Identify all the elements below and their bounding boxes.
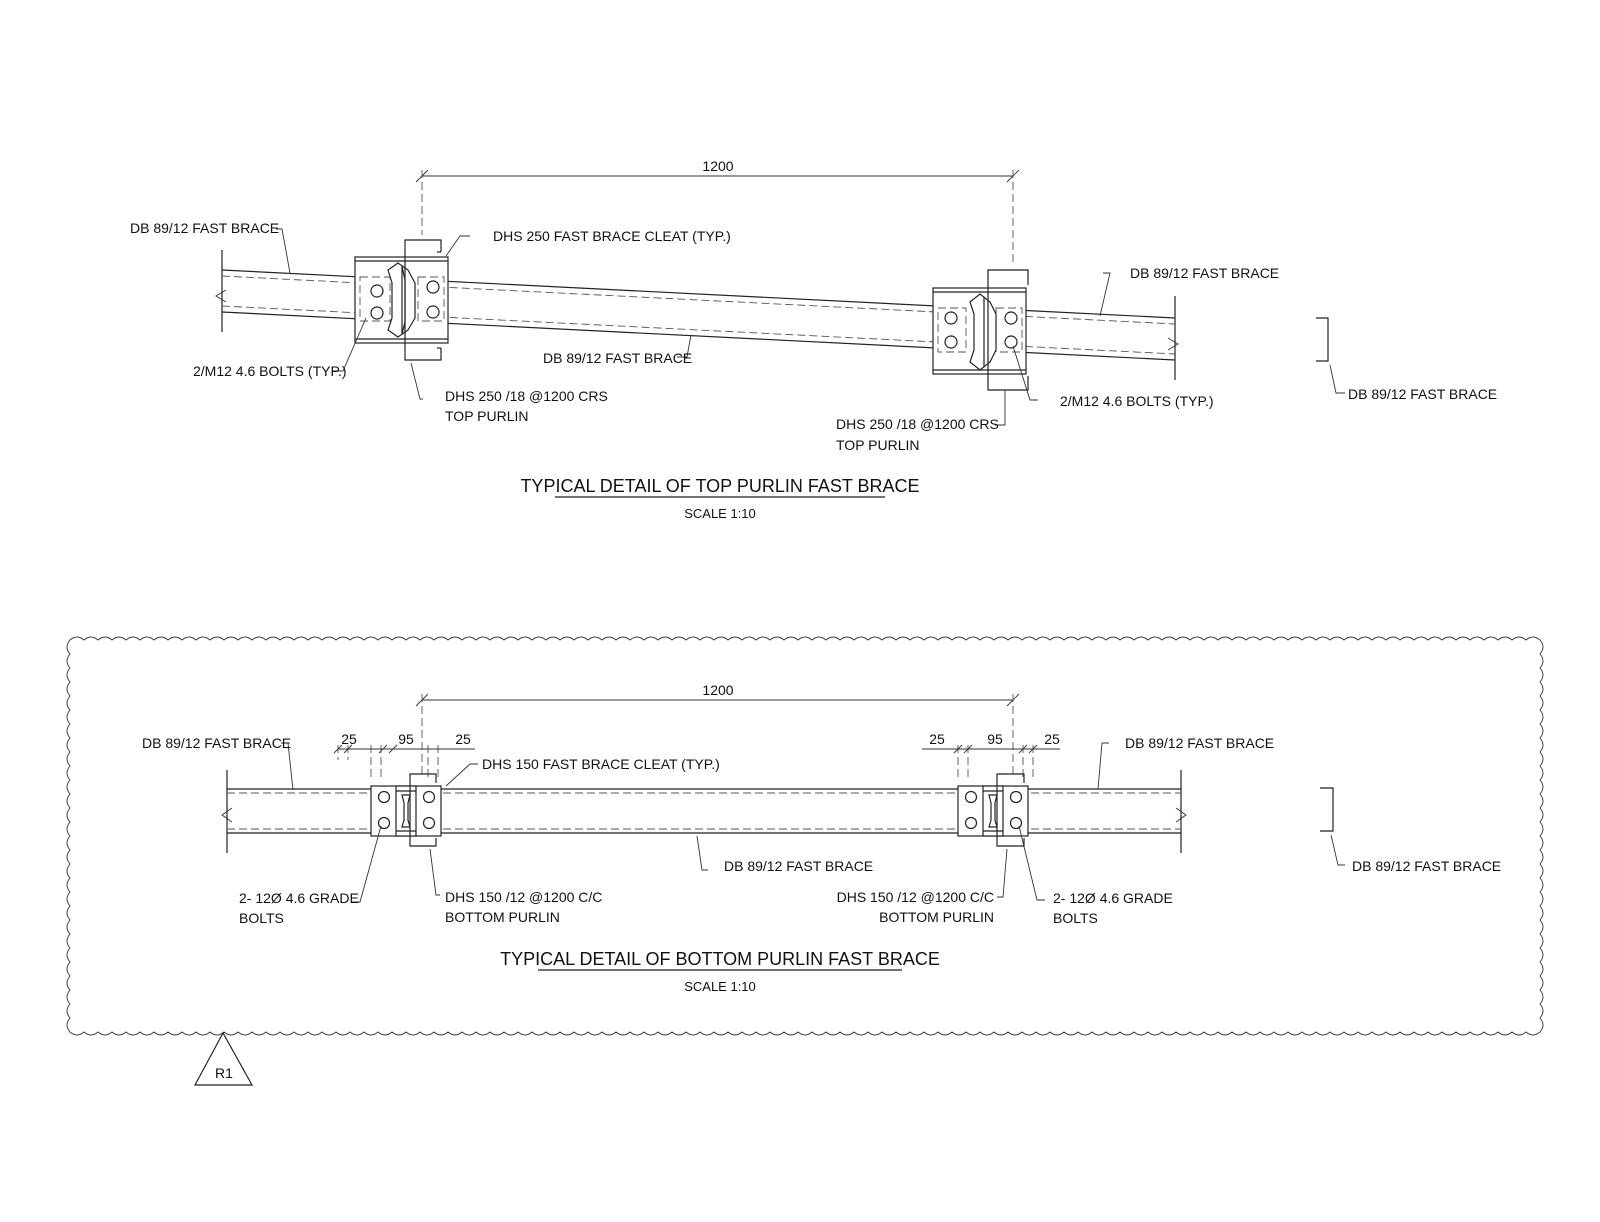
top-purlin-left-label-2: TOP PURLIN — [445, 408, 529, 424]
top-break-left — [215, 250, 227, 332]
bottom-dimension-label: 1200 — [702, 682, 733, 698]
bottom-section-label: DB 89/12 FAST BRACE — [1352, 858, 1501, 874]
bottom-leaders — [281, 742, 1345, 903]
top-purlin-right-label-1: DHS 250 /18 @1200 CRS — [836, 416, 999, 432]
bottom-purlin-right-label-1: DHS 150 /12 @1200 C/C — [837, 889, 994, 905]
bottom-brace-left-label: DB 89/12 FAST BRACE — [142, 735, 291, 751]
revision-cloud — [66, 636, 1544, 1036]
bottom-sub-dimensions-left: 25 95 25 — [333, 731, 475, 778]
bottom-bolts-left-label-2: BOLTS — [239, 910, 284, 926]
top-purlin-detail: 1200 — [130, 158, 1497, 521]
bottom-right-dim-25b: 25 — [1044, 731, 1060, 747]
bottom-dimension-1200: 1200 — [415, 682, 1020, 778]
revision-tag-label: R1 — [215, 1065, 233, 1081]
top-purlin-left-label-1: DHS 250 /18 @1200 CRS — [445, 388, 608, 404]
top-detail-scale: SCALE 1:10 — [684, 506, 756, 521]
top-cleat-left — [354, 239, 449, 361]
bottom-purlin-right-label-2: BOTTOM PURLIN — [879, 909, 994, 925]
bottom-brace-right-label: DB 89/12 FAST BRACE — [1125, 735, 1274, 751]
top-section-c-icon — [1316, 317, 1329, 362]
bottom-cleat-label: DHS 150 FAST BRACE CLEAT (TYP.) — [482, 756, 720, 772]
top-dimension-label: 1200 — [702, 158, 733, 174]
bottom-bolts-right-label-2: BOLTS — [1053, 910, 1098, 926]
bottom-purlin-left-label-2: BOTTOM PURLIN — [445, 909, 560, 925]
bottom-sub-dimensions-right: 25 95 25 — [922, 731, 1060, 778]
top-bolts-right-label: 2/M12 4.6 BOLTS (TYP.) — [1060, 393, 1214, 409]
top-dimension-1200: 1200 — [415, 158, 1020, 265]
top-detail-title: TYPICAL DETAIL OF TOP PURLIN FAST BRACE — [520, 476, 919, 496]
top-break-right — [1167, 296, 1179, 380]
bottom-bolts-right-label-1: 2- 12Ø 4.6 GRADE — [1053, 890, 1173, 906]
bottom-left-dim-25a: 25 — [341, 731, 357, 747]
bottom-cleat-right — [957, 773, 1029, 847]
revision-triangle-icon — [193, 1031, 254, 1086]
bottom-detail-scale: SCALE 1:10 — [684, 979, 756, 994]
bottom-detail-title: TYPICAL DETAIL OF BOTTOM PURLIN FAST BRA… — [500, 949, 940, 969]
bottom-left-dim-95: 95 — [398, 731, 414, 747]
top-bolts-left-label: 2/M12 4.6 BOLTS (TYP.) — [193, 363, 347, 379]
revision-tag: R1 — [193, 1031, 254, 1086]
bottom-section-c-icon — [1320, 787, 1334, 832]
top-brace-right-label: DB 89/12 FAST BRACE — [1130, 265, 1279, 281]
top-cleat-right — [932, 269, 1029, 391]
bottom-bolts-left-label-1: 2- 12Ø 4.6 GRADE — [239, 890, 359, 906]
top-brace-left-label: DB 89/12 FAST BRACE — [130, 220, 279, 236]
top-brace-mid-label: DB 89/12 FAST BRACE — [543, 350, 692, 366]
bottom-cleat-left — [370, 773, 442, 847]
bottom-fast-brace-member — [227, 788, 1181, 834]
top-purlin-right-label-2: TOP PURLIN — [836, 437, 920, 453]
bottom-purlin-left-label-1: DHS 150 /12 @1200 C/C — [445, 889, 602, 905]
top-cleat-label: DHS 250 FAST BRACE CLEAT (TYP.) — [493, 228, 731, 244]
bottom-break-left — [221, 770, 233, 853]
top-leaders — [276, 228, 1345, 426]
bottom-right-dim-25a: 25 — [929, 731, 945, 747]
top-section-label: DB 89/12 FAST BRACE — [1348, 386, 1497, 402]
bottom-brace-mid-label: DB 89/12 FAST BRACE — [724, 858, 873, 874]
bottom-break-right — [1175, 770, 1187, 853]
bottom-purlin-detail: 1200 25 95 25 — [142, 682, 1501, 994]
bottom-right-dim-95: 95 — [987, 731, 1003, 747]
bottom-left-dim-25b: 25 — [455, 731, 471, 747]
